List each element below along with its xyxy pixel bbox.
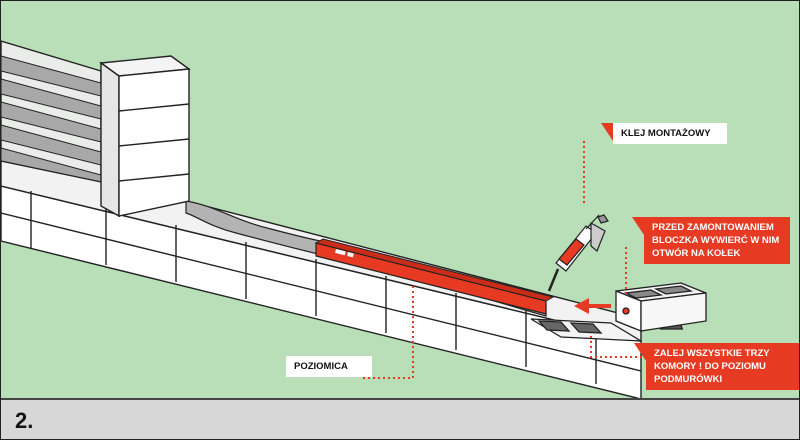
step-footer: 2.: [1, 398, 799, 439]
leader-lines: [361, 141, 646, 379]
fill-chambers-callout: ZALEJ WSZYSTKIE TRZY KOMORY ! DO POZIOMU…: [646, 343, 799, 390]
drilled-block: [615, 282, 707, 332]
glue-gun: [547, 214, 609, 292]
insert-arrow: [574, 298, 611, 314]
spirit-level-callout: POZIOMICA: [286, 356, 372, 377]
step-number: 2.: [15, 408, 34, 433]
drill-before-callout: PRZED ZAMONTOWANIEM BLOCZKA WYWIERĆ W NI…: [644, 217, 790, 264]
pillar: [99, 55, 191, 218]
glue-callout: KLEJ MONTAŻOWY: [613, 123, 727, 144]
spirit-level: [314, 238, 555, 315]
